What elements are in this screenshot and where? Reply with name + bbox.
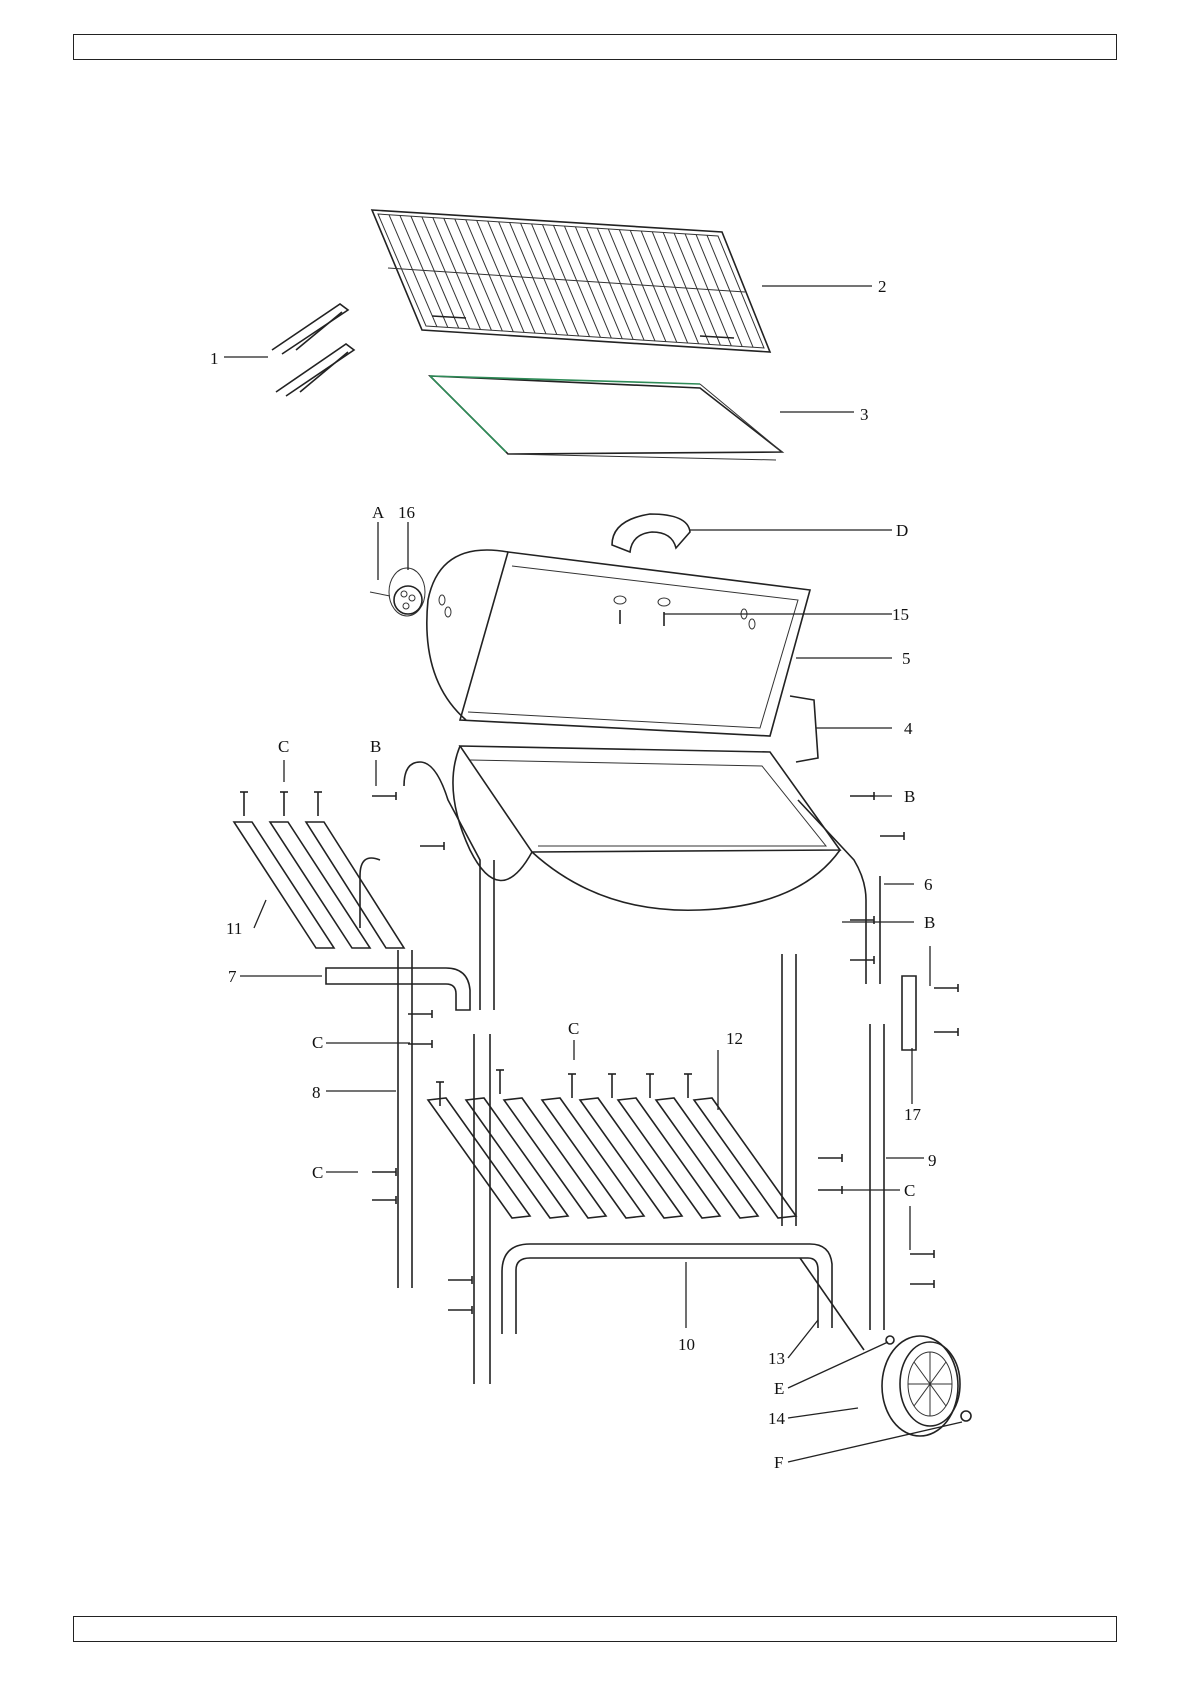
wheel (882, 1336, 971, 1436)
screw (372, 792, 396, 800)
leader-lines (224, 286, 962, 1462)
barrel-lid (389, 550, 810, 736)
callout-c1: 1 (210, 349, 219, 368)
callout-c17: 17 (904, 1105, 922, 1124)
screw (240, 792, 248, 816)
callout-c7: 7 (228, 967, 237, 986)
screw (850, 956, 874, 964)
screw (934, 1028, 958, 1036)
screw (910, 1280, 934, 1288)
screws (240, 792, 958, 1314)
callout-c10: 10 (678, 1335, 695, 1354)
screw (372, 1168, 396, 1176)
screw (818, 1154, 842, 1162)
screw (608, 1074, 616, 1098)
callout-cA: A (372, 503, 385, 522)
frame-6 (404, 762, 880, 1010)
callout-c9: 9 (928, 1151, 937, 1170)
callout-c14: 14 (768, 1409, 786, 1428)
callout-cE: E (774, 1379, 784, 1398)
lid-handle (612, 514, 690, 552)
callout-c5: 5 (902, 649, 911, 668)
callout-cF: F (774, 1453, 783, 1472)
callout-cB3: B (924, 913, 935, 932)
grate-bar (608, 229, 655, 341)
screw (684, 1074, 692, 1098)
callout-c8: 8 (312, 1083, 321, 1102)
callout-cB2: B (904, 787, 915, 806)
hinge-rod (790, 696, 818, 762)
callout-cC1: C (278, 737, 289, 756)
screw (280, 792, 288, 816)
screw (448, 1306, 472, 1314)
callout-cC5: C (904, 1181, 915, 1200)
barrel-bowl (453, 746, 840, 910)
callout-c3: 3 (860, 405, 869, 424)
callout-cB1: B (370, 737, 381, 756)
screw (880, 832, 904, 840)
side-shelf (234, 822, 404, 948)
grill-grate (372, 210, 770, 352)
screw (448, 1276, 472, 1284)
charcoal-tray (430, 376, 782, 460)
grate-handles (272, 304, 354, 396)
callout-cC2: C (312, 1033, 323, 1052)
right-legs (782, 954, 916, 1330)
callout-c6: 6 (924, 875, 933, 894)
grate-bar (586, 227, 633, 339)
grate-bar (597, 228, 644, 340)
bottom-shelf-slats (428, 1098, 796, 1218)
screw (910, 1250, 934, 1258)
callout-cC3: C (568, 1019, 579, 1038)
screw (934, 984, 958, 992)
callout-c4: 4 (904, 719, 913, 738)
callout-cC4: C (312, 1163, 323, 1182)
callout-c2: 2 (878, 277, 887, 296)
callout-c11: 11 (226, 919, 242, 938)
screw (372, 1196, 396, 1204)
screw (646, 1074, 654, 1098)
callout-cD: D (896, 521, 908, 540)
screw (850, 916, 874, 924)
callout-c16: 16 (398, 503, 415, 522)
screw (436, 1082, 444, 1106)
screw (420, 842, 444, 850)
screw (568, 1074, 576, 1098)
air-vent (370, 586, 422, 614)
screw (496, 1070, 504, 1094)
callout-c15: 15 (892, 605, 909, 624)
side-bracket-and-leg (326, 950, 490, 1384)
callout-c13: 13 (768, 1349, 785, 1368)
grate-bar (575, 227, 622, 339)
screw (818, 1186, 842, 1194)
callout-c12: 12 (726, 1029, 743, 1048)
screw (314, 792, 322, 816)
